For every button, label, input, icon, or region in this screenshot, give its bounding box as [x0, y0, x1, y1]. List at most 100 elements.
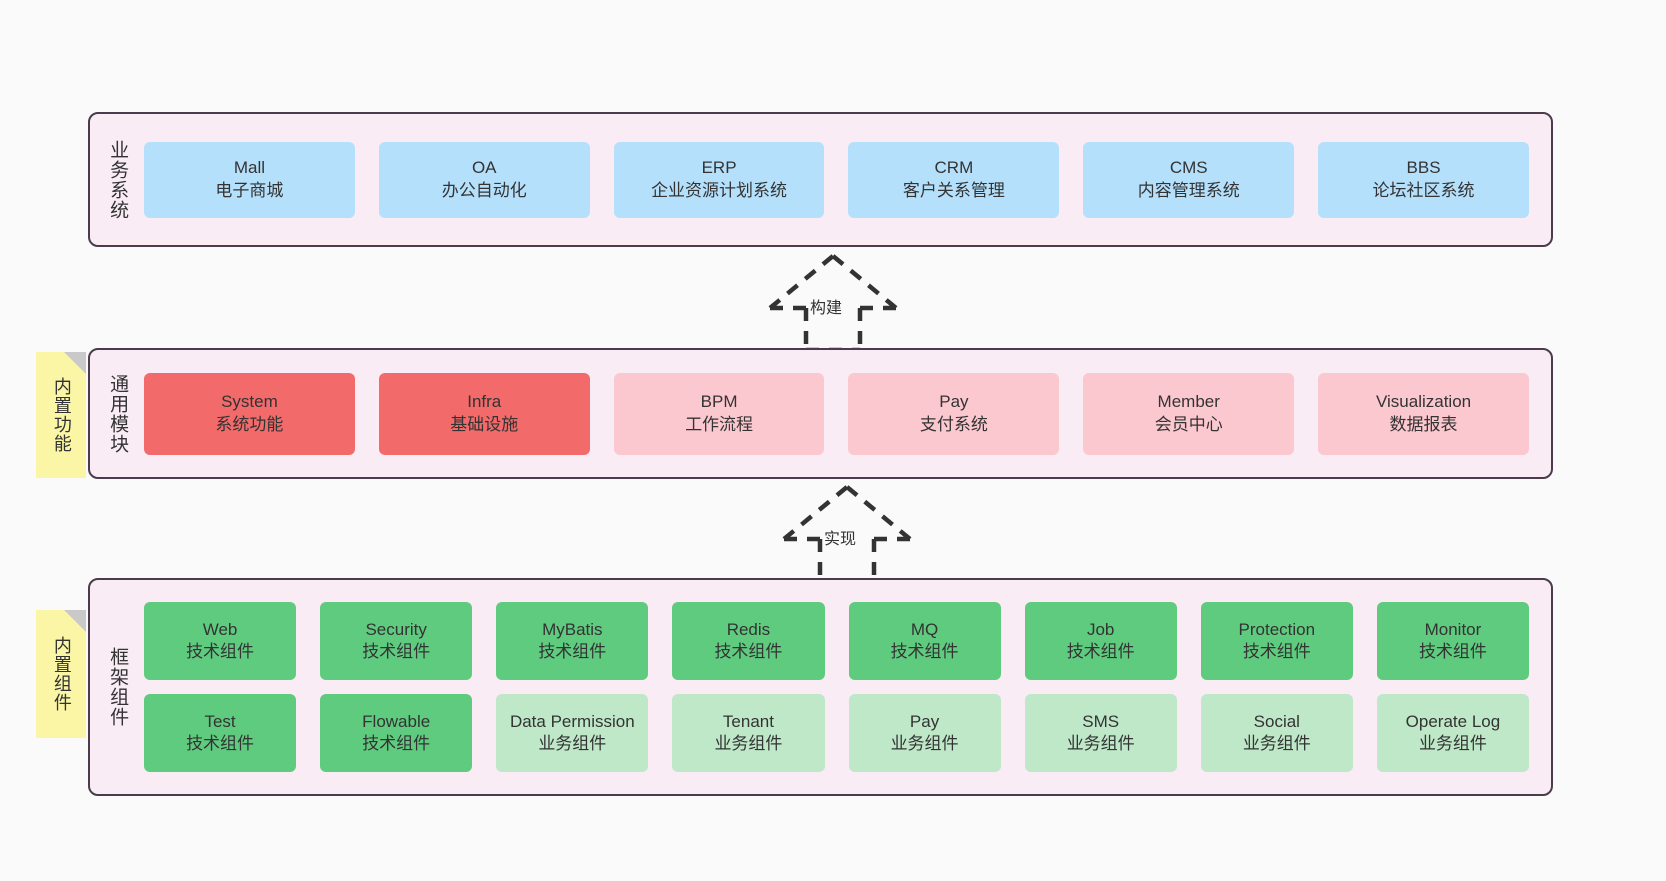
node-title: MQ — [910, 619, 939, 639]
node-row: System 系统功能 Infra 基础设施 BPM 工作流程 Pay 支付系统… — [144, 372, 1529, 455]
node-title: Job — [1086, 619, 1115, 639]
node-redis[interactable]: Redis 技术组件 — [672, 602, 825, 680]
node-subtitle: 论坛社区系统 — [1372, 180, 1475, 200]
node-subtitle: 内容管理系统 — [1137, 180, 1240, 200]
layer-body-business: Mall 电子商城 OA 办公自动化 ERP 企业资源计划系统 CRM 客户关系… — [144, 114, 1551, 245]
node-flowable[interactable]: Flowable 技术组件 — [320, 694, 473, 772]
node-subtitle: 会员中心 — [1154, 414, 1223, 434]
node-subtitle: 企业资源计划系统 — [651, 180, 788, 200]
node-protection[interactable]: Protection 技术组件 — [1200, 602, 1353, 680]
node-subtitle: 业务组件 — [1066, 734, 1135, 753]
node-data-permission[interactable]: Data Permission 业务组件 — [496, 694, 649, 772]
node-pay-component[interactable]: Pay 业务组件 — [848, 694, 1001, 772]
node-title: Infra — [467, 392, 502, 412]
node-cms[interactable]: CMS 内容管理系统 — [1083, 141, 1295, 218]
node-title: Member — [1157, 392, 1220, 412]
node-title: Security — [365, 619, 427, 639]
node-security[interactable]: Security 技术组件 — [320, 602, 473, 680]
node-sms[interactable]: SMS 业务组件 — [1024, 694, 1177, 772]
node-erp[interactable]: ERP 企业资源计划系统 — [613, 141, 825, 218]
node-title: Test — [204, 711, 236, 731]
node-title: SMS — [1082, 711, 1120, 731]
node-subtitle: 技术组件 — [362, 642, 431, 661]
layer-common-module: 通用模块 System 系统功能 Infra 基础设施 BPM 工作流程 Pay… — [88, 348, 1553, 479]
node-bpm[interactable]: BPM 工作流程 — [613, 372, 825, 455]
layer-title-framework: 框架组件 — [107, 647, 129, 727]
node-subtitle: 技术组件 — [186, 734, 255, 753]
folded-corner-icon — [64, 352, 86, 374]
node-visualization[interactable]: Visualization 数据报表 — [1318, 372, 1529, 455]
node-subtitle: 电子商城 — [215, 180, 284, 200]
node-title: OA — [471, 158, 497, 178]
node-infra[interactable]: Infra 基础设施 — [378, 372, 590, 455]
node-subtitle: 基础设施 — [450, 414, 519, 434]
node-subtitle: 技术组件 — [1242, 642, 1311, 661]
node-title: Monitor — [1424, 619, 1482, 639]
layer-business-system: 业务系统 Mall 电子商城 OA 办公自动化 ERP 企业资源计划系统 CRM… — [88, 112, 1553, 247]
node-web[interactable]: Web 技术组件 — [144, 602, 297, 680]
layer-body-framework: Web 技术组件 Security 技术组件 MyBatis 技术组件 Redi… — [144, 580, 1551, 794]
node-member[interactable]: Member 会员中心 — [1083, 372, 1295, 455]
layer-title-common: 通用模块 — [107, 373, 129, 454]
node-subtitle: 支付系统 — [919, 414, 988, 434]
sticky-note-label: 内置功能 — [51, 377, 72, 453]
node-subtitle: 工作流程 — [685, 414, 754, 434]
node-social[interactable]: Social 业务组件 — [1200, 694, 1353, 772]
node-test[interactable]: Test 技术组件 — [144, 694, 297, 772]
node-title: BBS — [1406, 158, 1441, 178]
node-title: ERP — [701, 158, 737, 178]
node-title: Visualization — [1375, 392, 1472, 412]
node-title: Operate Log — [1405, 711, 1501, 731]
node-subtitle: 技术组件 — [186, 642, 255, 661]
sticky-note-label: 内置组件 — [51, 636, 72, 712]
layer-framework-component: 框架组件 Web 技术组件 Security 技术组件 MyBatis 技术组件… — [88, 578, 1553, 796]
layer-body-common: System 系统功能 Infra 基础设施 BPM 工作流程 Pay 支付系统… — [144, 350, 1551, 477]
node-title: Web — [202, 619, 238, 639]
node-mq[interactable]: MQ 技术组件 — [848, 602, 1001, 680]
node-system[interactable]: System 系统功能 — [144, 372, 355, 455]
node-title: Mall — [233, 158, 265, 178]
node-title: System — [221, 392, 278, 412]
node-operate-log[interactable]: Operate Log 业务组件 — [1376, 694, 1529, 772]
node-crm[interactable]: CRM 客户关系管理 — [848, 141, 1060, 218]
node-tenant[interactable]: Tenant 业务组件 — [672, 694, 825, 772]
sticky-note-builtin-components: 内置组件 — [36, 610, 86, 738]
node-subtitle: 技术组件 — [538, 642, 607, 661]
node-row: Web 技术组件 Security 技术组件 MyBatis 技术组件 Redi… — [144, 602, 1529, 680]
node-title: Pay — [909, 711, 940, 731]
connector-build: 构建 — [748, 252, 928, 353]
node-title: Pay — [939, 392, 969, 412]
node-title: Data Permission — [509, 711, 635, 731]
node-oa[interactable]: OA 办公自动化 — [378, 141, 590, 218]
node-title: Flowable — [362, 711, 431, 731]
node-subtitle: 业务组件 — [1418, 734, 1487, 753]
node-title: CMS — [1169, 158, 1208, 178]
node-subtitle: 业务组件 — [1242, 734, 1311, 753]
node-subtitle: 数据报表 — [1389, 414, 1458, 434]
node-subtitle: 业务组件 — [538, 734, 607, 753]
node-row: Test 技术组件 Flowable 技术组件 Data Permission … — [144, 694, 1529, 772]
node-title: Tenant — [722, 711, 774, 731]
node-title: MyBatis — [542, 619, 603, 639]
folded-corner-icon — [64, 610, 86, 632]
node-mybatis[interactable]: MyBatis 技术组件 — [496, 602, 649, 680]
node-subtitle: 技术组件 — [890, 642, 959, 661]
node-title: Protection — [1238, 619, 1316, 639]
node-title: Social — [1253, 711, 1300, 731]
node-subtitle: 技术组件 — [714, 642, 783, 661]
node-bbs[interactable]: BBS 论坛社区系统 — [1318, 141, 1529, 218]
connector-implement: 实现 — [762, 483, 942, 584]
node-pay[interactable]: Pay 支付系统 — [848, 372, 1060, 455]
node-subtitle: 客户关系管理 — [902, 180, 1005, 200]
node-title: Redis — [726, 619, 771, 639]
node-title: BPM — [700, 392, 738, 412]
node-job[interactable]: Job 技术组件 — [1024, 602, 1177, 680]
node-subtitle: 技术组件 — [1418, 642, 1487, 661]
node-subtitle: 业务组件 — [714, 734, 783, 753]
node-title: CRM — [934, 158, 974, 178]
node-mall[interactable]: Mall 电子商城 — [144, 141, 355, 218]
node-subtitle: 业务组件 — [890, 734, 959, 753]
node-subtitle: 系统功能 — [215, 414, 284, 434]
node-monitor[interactable]: Monitor 技术组件 — [1376, 602, 1529, 680]
